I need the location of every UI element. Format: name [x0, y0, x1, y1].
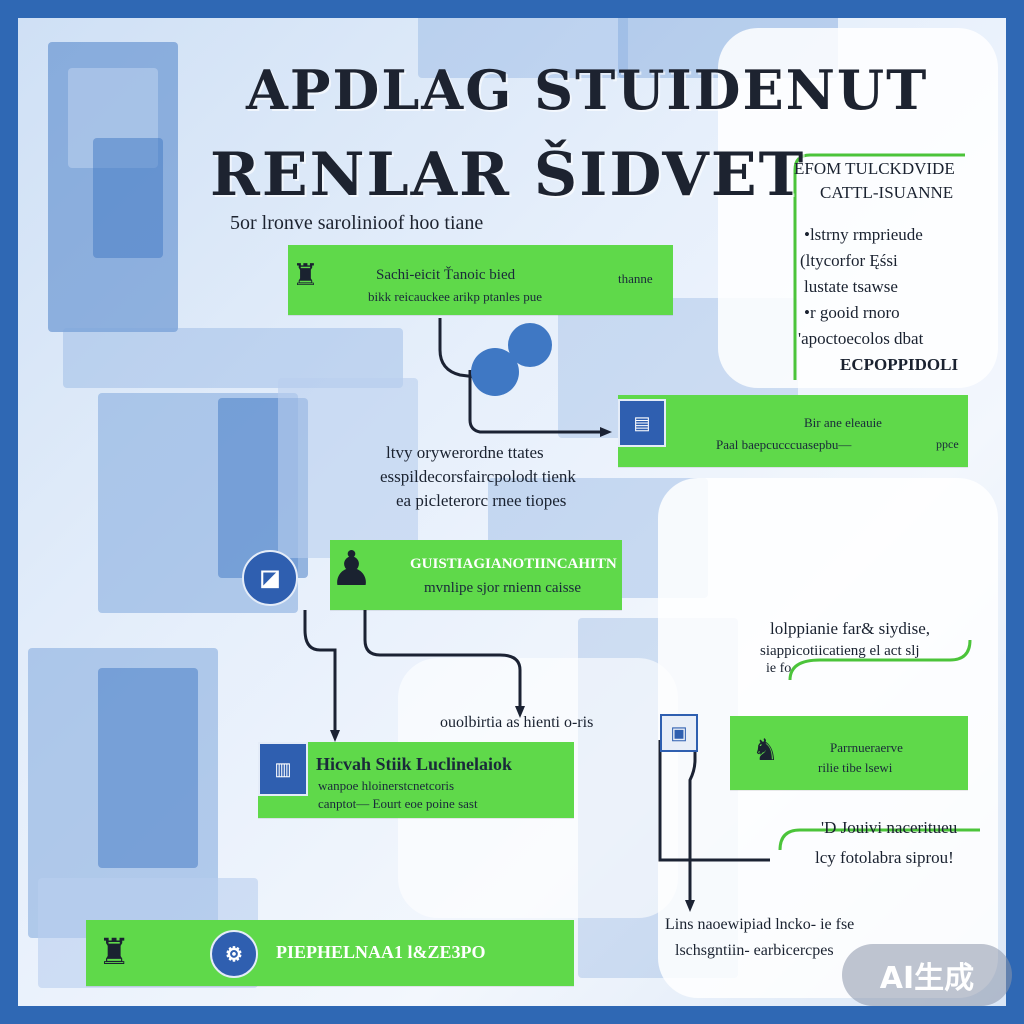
gear-icon: ⚙: [210, 930, 258, 978]
background-shape: [98, 668, 198, 868]
step-line: Paal baepcucccuasepbu—: [716, 437, 852, 452]
step-line: Bir ane eleauie: [804, 415, 882, 430]
document-icon: ▤: [618, 399, 666, 447]
flow-step-2[interactable]: ▤ Bir ane eleauie Paal baepcucccuasepbu—…: [618, 395, 968, 467]
step-line: canptot— Eourt eoe poine sast: [318, 796, 478, 811]
person-icon: ♟: [330, 543, 374, 596]
middle-note: ltvy orywerordne ttates esspildecorsfair…: [380, 440, 640, 530]
page-subtitle: 5or lronve sarolinioof hoo tiane: [230, 212, 484, 234]
background-shape: [278, 378, 418, 558]
step-line: Parrnueraerve: [830, 740, 903, 755]
diagram-canvas: [18, 18, 1006, 1006]
page-title: APDLAG STUIDENUT: [246, 58, 929, 122]
note-line: ltvy orywerordne ttates: [386, 443, 544, 462]
document-icon: ▣: [660, 714, 698, 752]
figure-icon: ♞: [752, 734, 779, 767]
side-heading-2: CATTL-ISUANNE: [820, 183, 954, 202]
flow-step-1[interactable]: ♜ Sachi-eicit Ťanoic bied bikk reicaucke…: [288, 245, 673, 315]
bottom-note: Lins naoewipiad lncko- ie fse lschsgntii…: [665, 912, 925, 968]
side-footer: ECPOPPIDOLI: [840, 355, 959, 374]
flow-step-6[interactable]: ♜ PIEPHELNAA1 l&ZE3PO: [86, 920, 574, 986]
figure-icon: ♜: [292, 259, 319, 292]
page-title-line2: RENLAR ŠIDVET: [210, 140, 806, 210]
note-line: lcy fotolabra siprou!: [815, 848, 954, 867]
tag-icon: ◪: [242, 550, 298, 606]
side-line: •lstrny rmprieude: [804, 225, 923, 244]
background-shape: [718, 28, 998, 388]
step-line: bikk reicauckee arikp ptanles pue: [368, 289, 542, 304]
note-line: siappicotiicatieng el act slj: [760, 643, 920, 659]
step-line: thanne: [618, 271, 653, 286]
step-line: mvnlipe sjor rnienn caisse: [424, 580, 582, 596]
note-line: ie fo: [766, 661, 792, 676]
flow-step-3[interactable]: GUISTIAGIANOTIINCAHITN mvnlipe sjor rnie…: [330, 540, 622, 610]
side-line: 'apoctoecolos dbat: [798, 329, 924, 348]
connector-label: ouolbirtia as hienti o-ris: [440, 714, 594, 731]
step-line: Sachi-eicit Ťanoic bied: [376, 267, 516, 283]
side-panel-top: EFOM TULCKDVIDE CATTL-ISUANNE •lstrny rm…: [790, 152, 990, 382]
document-icon: ▥: [258, 742, 308, 796]
step-line: rilie tibe lsewi: [818, 760, 893, 775]
side-line: lustate tsawse: [804, 277, 898, 296]
step-line: wanpoe hloinerstcnetcoris: [318, 778, 455, 793]
note-line: ea picleterorc rnee tiopes: [396, 491, 567, 510]
step-line: Hicvah Stiik Luclinelaiok: [316, 754, 513, 774]
right-note-2: 'D Jouivi naceritueu lcy fotolabra sipro…: [815, 815, 1005, 875]
background-shape: [418, 18, 628, 78]
note-line: 'D Jouivi naceritueu: [821, 818, 958, 837]
side-heading: EFOM TULCKDVIDE: [794, 159, 955, 178]
flow-step-4[interactable]: ▥ Hicvah Stiik Luclinelaiok wanpoe hloin…: [258, 742, 574, 818]
note-line: lschsgntiin- earbicercpes: [675, 942, 834, 959]
right-note: lolppianie far& siydise, siappicotiicati…: [760, 616, 990, 686]
note-line: Lins naoewipiad lncko- ie fse: [665, 916, 855, 933]
figure-icon: ♜: [98, 932, 131, 972]
step-line: ppce: [936, 437, 959, 451]
watermark-badge: AI生成: [842, 944, 1012, 1006]
side-line: (ltycorfor Ęśsi: [800, 251, 898, 270]
flow-step-5[interactable]: ♞ Parrnueraerve rilie tibe lsewi: [730, 716, 968, 790]
side-line: •r gooid rnoro: [804, 303, 900, 322]
step-line: PIEPHELNAA1 l&ZE3PO: [276, 942, 486, 962]
background-shape: [93, 138, 163, 258]
note-line: lolppianie far& siydise,: [770, 619, 931, 638]
step-line: GUISTIAGIANOTIINCAHITN: [410, 556, 617, 572]
note-line: esspildecorsfaircpolodt tienk: [380, 467, 576, 486]
